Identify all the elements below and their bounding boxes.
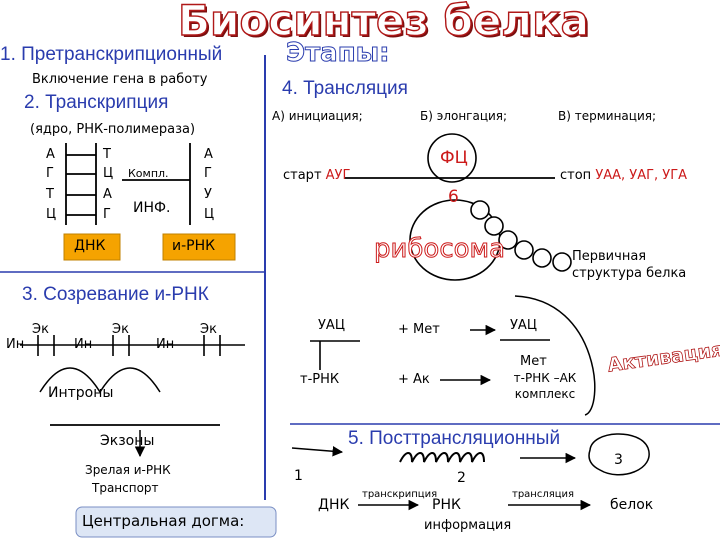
start-codon: старт АУГ [283, 168, 350, 183]
rna-0: А [204, 147, 213, 162]
site-six: 6 [448, 187, 459, 207]
dna-right-3: Г [103, 207, 111, 222]
uac-right: УАЦ [510, 318, 537, 333]
gene-ek3: Эк [200, 322, 217, 337]
dna-right-1: Ц [103, 166, 114, 181]
plus-met: + Мет [398, 322, 440, 337]
gene-in1: Ин [6, 337, 25, 352]
post-num3: 3 [614, 452, 623, 468]
dna-left-1: Г [46, 166, 54, 181]
phase-a: А) инициация; [272, 109, 363, 123]
stage1-desc: Включение гена в работу [32, 72, 208, 87]
dogma-rnk: РНК [432, 497, 461, 513]
exons-label: Экзоны [100, 433, 155, 449]
intron-loops [39, 367, 161, 394]
phase-b: Б) элонгация; [420, 109, 508, 123]
stage1-title: 1. Претранскрипционный [0, 44, 223, 65]
mature-rna-label: Зрелая и-РНК [85, 463, 171, 477]
plus-ak: + Ак [398, 372, 430, 387]
trna-left [310, 340, 360, 370]
ribosome-label: рибосома [373, 234, 506, 265]
gene-ek2: Эк [112, 322, 129, 337]
page-title: Биосинтез белка [177, 0, 589, 46]
rna-3: Ц [204, 207, 215, 222]
inf-label: ИНФ. [133, 200, 171, 216]
trnk-ak-complex: т-РНК –АК комплекс [513, 371, 577, 401]
dna-left-3: Ц [46, 207, 57, 222]
post-num2: 2 [457, 470, 466, 486]
dna-strands [65, 143, 191, 225]
dnk-label: ДНК [74, 238, 106, 254]
introns-label: Интроны [48, 385, 114, 401]
dna-right-2: А [103, 187, 112, 202]
central-dogma: Центральная догма: [82, 512, 245, 530]
dogma-protein: белок [610, 497, 654, 513]
irnk-label: и-РНК [172, 238, 216, 254]
dna-left-0: А [46, 147, 55, 162]
dogma-dnk: ДНК [318, 497, 350, 513]
dogma-information: информация [424, 518, 512, 533]
post-num1: 1 [294, 468, 303, 484]
stages-heading: Этапы: [286, 38, 391, 69]
fc-label: ФЦ [440, 148, 468, 168]
stage2-desc: (ядро, РНК-полимераза) [30, 122, 196, 137]
gene-line [20, 335, 245, 356]
gene-in2: Ин [74, 337, 93, 352]
activation-bracket [514, 295, 596, 416]
stop-prefix: стоп [560, 168, 592, 183]
kompl-label: Компл. [128, 167, 169, 180]
irnk-box [162, 233, 236, 261]
met-label: Мет [520, 354, 547, 369]
start-codon-value: АУГ [325, 168, 351, 183]
stage2-title: 2. Транскрипция [24, 92, 169, 113]
stage4-title: 4. Трансляция [282, 78, 408, 99]
dna-right-0: Т [103, 147, 111, 162]
stop-codons-value: УАА, УАГ, УГА [595, 168, 688, 183]
stage5-title: 5. Посттрансляционный [348, 428, 561, 449]
phase-c: В) терминация; [558, 109, 656, 123]
transport-label: Транспорт [92, 481, 159, 495]
dnk-box [63, 233, 121, 261]
stop-codons: стоп УАА, УАГ, УГА [560, 168, 687, 183]
trnk-label: т-РНК [300, 372, 340, 387]
gene-ek1: Эк [32, 322, 49, 337]
rna-1: Г [204, 166, 212, 181]
dna-left-2: Т [46, 187, 54, 202]
ribosome-shape [409, 133, 572, 281]
central-dogma-box [75, 506, 277, 538]
start-prefix: старт [283, 168, 322, 183]
dogma-transcription: транскрипция [362, 489, 438, 500]
rna-2: У [204, 187, 212, 202]
primary-structure-label: Первичная структура белка [572, 249, 687, 281]
uac-left: УАЦ [318, 318, 345, 333]
gene-in3: Ин [156, 337, 175, 352]
coiled-chain [399, 452, 485, 463]
dogma-translation: трансляция [512, 489, 575, 500]
stage3-title: 3. Созревание и-РНК [22, 284, 209, 305]
tertiary-structure [588, 433, 650, 476]
